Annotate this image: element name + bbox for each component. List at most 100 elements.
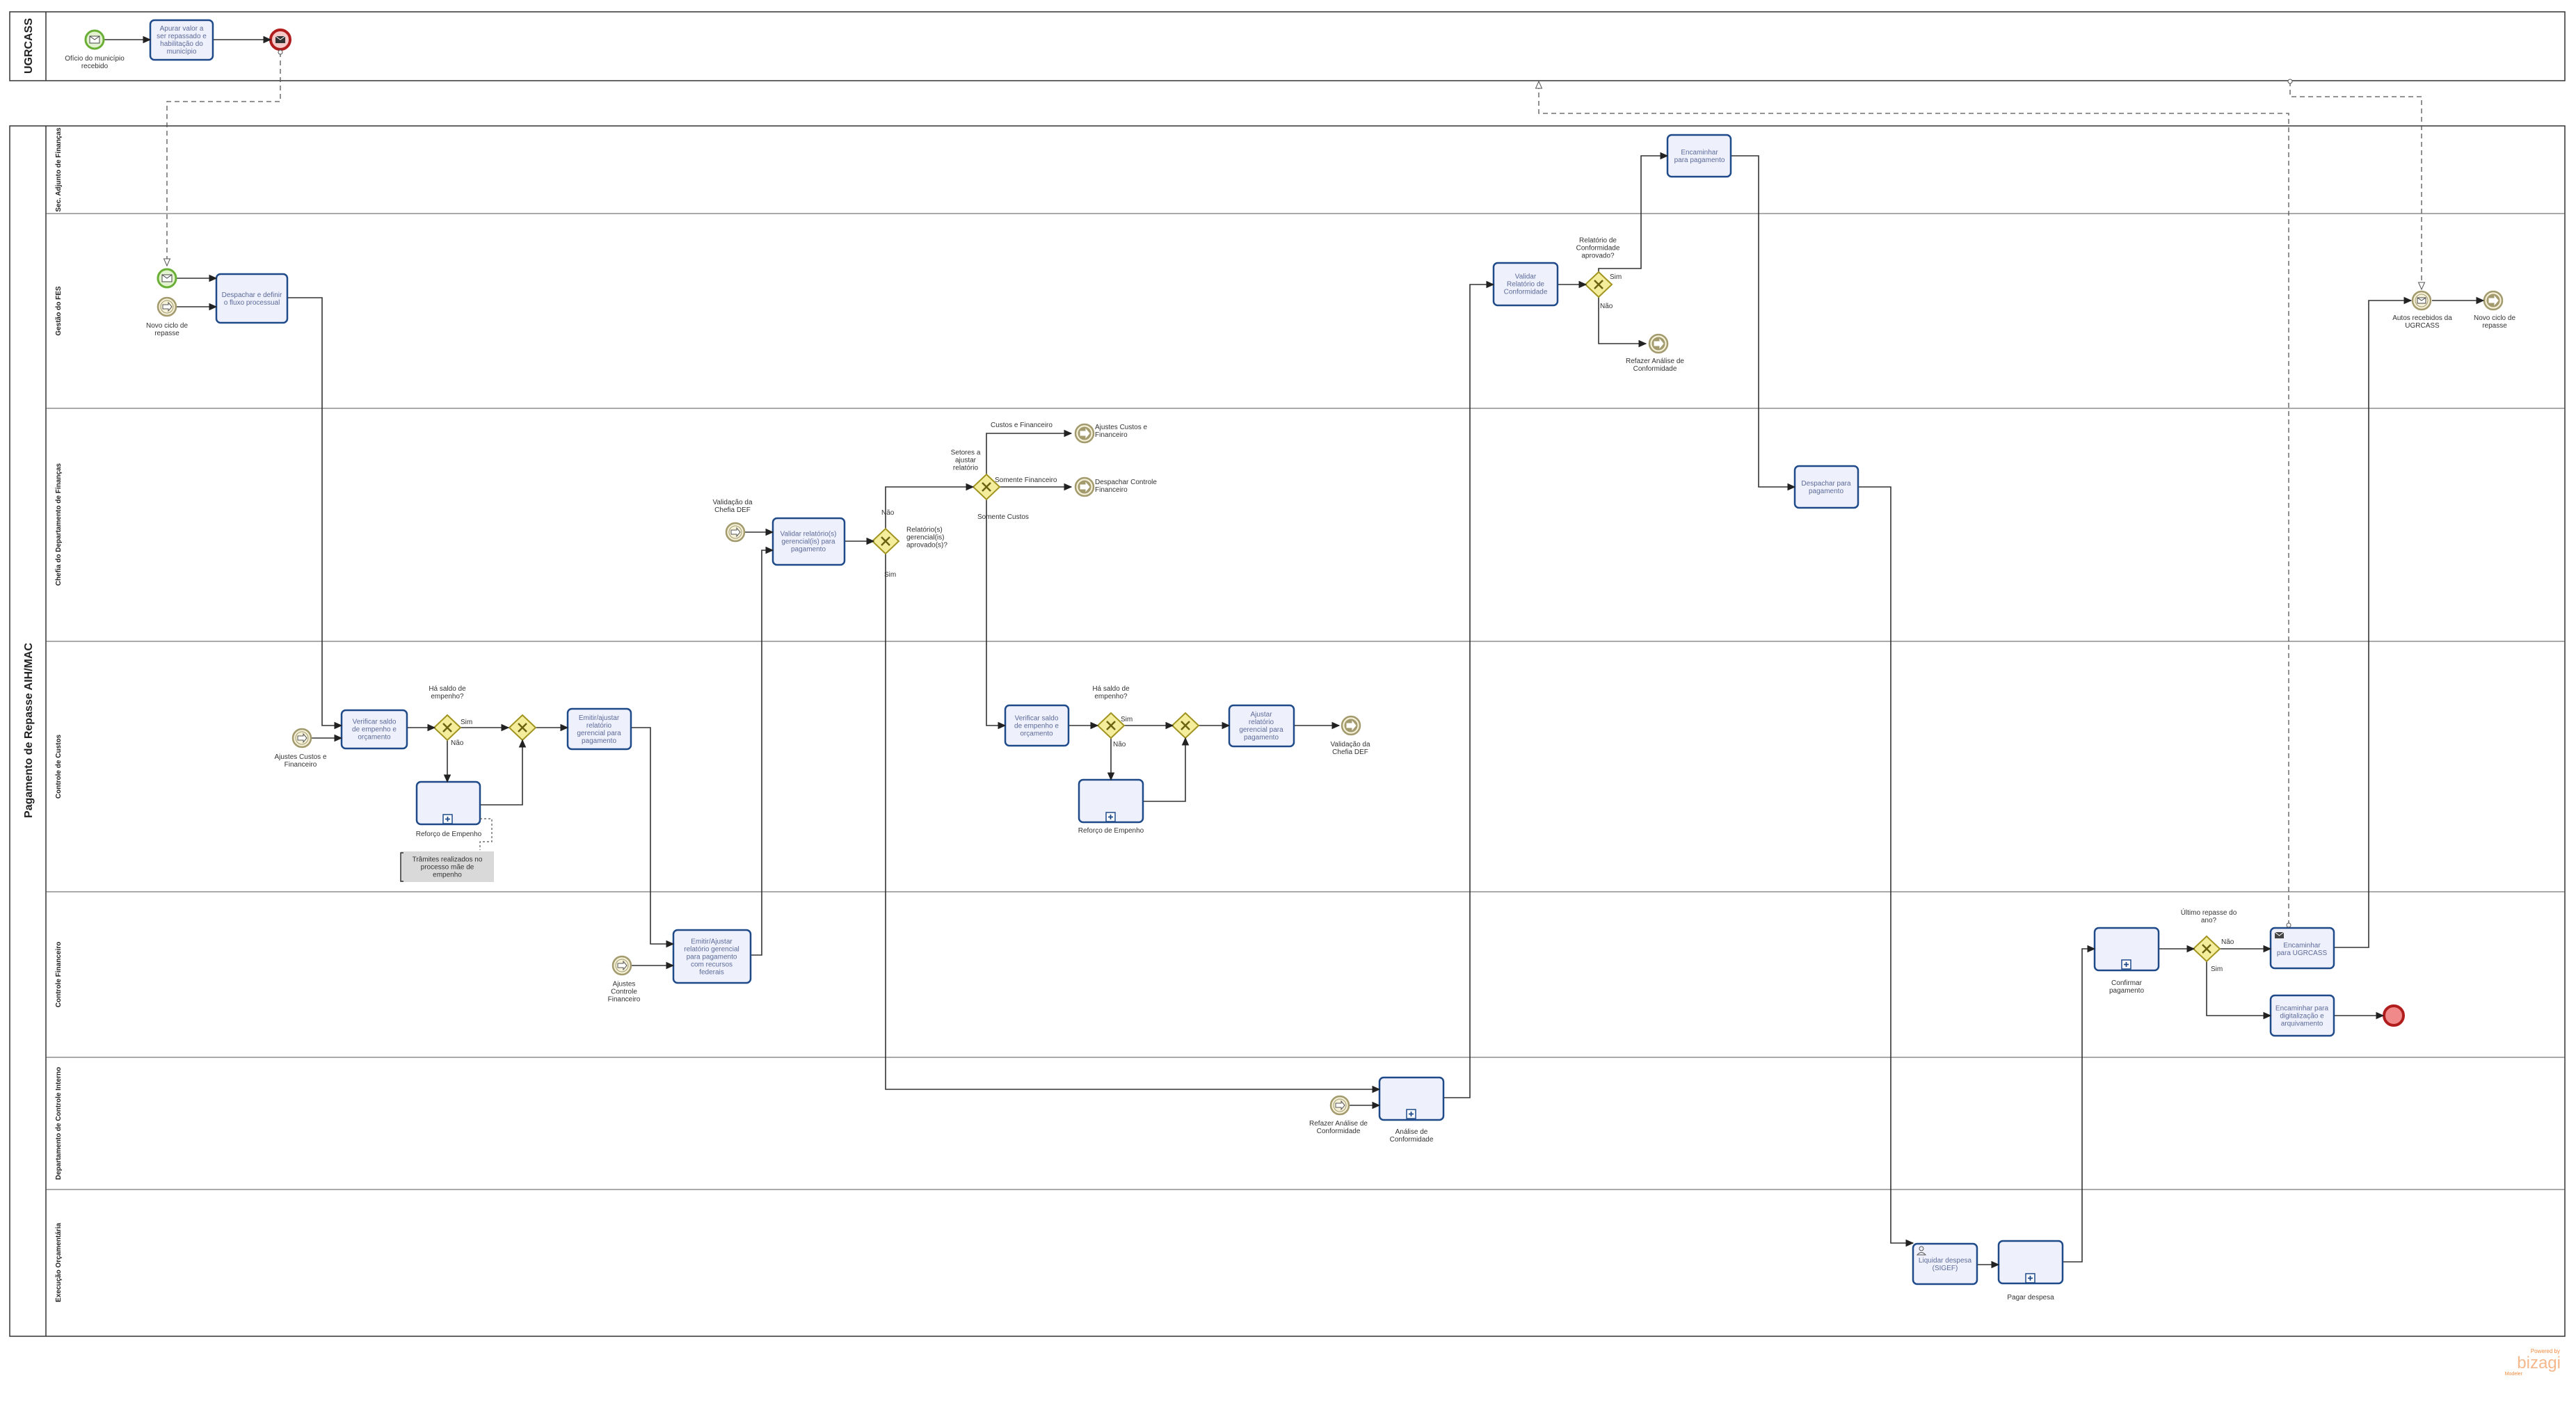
- start-event-message-gestao[interactable]: [157, 268, 177, 289]
- sequence-flow: [1858, 486, 1913, 1244]
- message-flow: [166, 52, 281, 266]
- sequence-flow: [631, 727, 673, 945]
- flow-arrowhead: [666, 961, 675, 970]
- flow-arrowhead: [1090, 721, 1099, 730]
- pool-title-ugrcass: UGRCASS: [23, 18, 35, 74]
- subprocess-pagar-despesa[interactable]: Pagar despesa: [1997, 1240, 2064, 1301]
- flow-arrowhead: [443, 774, 451, 783]
- link-arrow-icon: [1080, 428, 1090, 439]
- flow-arrowhead: [427, 723, 436, 732]
- end-event-message-ugrcass[interactable]: [269, 29, 291, 51]
- link-arrow-icon: [1346, 720, 1357, 731]
- sequence-flow: [986, 433, 1071, 474]
- message-start-marker: [278, 49, 283, 55]
- flow-arrowhead: [1222, 721, 1231, 730]
- subprocess-reforco-empenho-2-label: Reforço de Empenho: [1078, 827, 1144, 835]
- lane-title-chefia-def: Chefia do Departamento de Finanças: [55, 463, 63, 586]
- flow-arrowhead: [2376, 1011, 2385, 1020]
- flow-label-sim: Sim: [1610, 273, 1622, 281]
- gateway-relatorios-aprovados[interactable]: Relatório(s)gerencial(is)aprovado(s)?: [871, 527, 947, 555]
- end-event-processo[interactable]: [2383, 1004, 2405, 1027]
- flow-label-custos-financeiro: Custos e Financeiro: [991, 422, 1053, 429]
- pool-ugrcass: UGRCASS: [9, 11, 2566, 81]
- sequence-flow: [287, 297, 342, 726]
- flow-arrowhead: [2186, 945, 2195, 953]
- subprocess-reforco-empenho-2[interactable]: Reforço de Empenho: [1078, 778, 1144, 835]
- envelope-icon: [2417, 297, 2426, 304]
- subprocess-reforco-empenho-1[interactable]: Reforço de Empenho: [416, 780, 482, 838]
- flow-arrowhead: [1638, 339, 1647, 348]
- flow-arrowhead: [1372, 1085, 1381, 1093]
- subprocess-reforco-empenho-1-label: Reforço de Empenho: [416, 831, 482, 838]
- flow-label-sim: Sim: [2211, 966, 2223, 973]
- envelope-icon: [89, 35, 100, 44]
- sequence-flow: [1731, 155, 1795, 488]
- expand-plus-icon: [2121, 959, 2131, 970]
- flow-arrowhead: [1787, 483, 1796, 491]
- flow-arrowhead: [666, 940, 675, 948]
- expand-plus-icon: [1105, 812, 1116, 822]
- watermark-modeler: Modeler: [2505, 1372, 2523, 1377]
- flow-label-sim: Sim: [884, 571, 896, 579]
- flow-label-nao: Não: [451, 739, 464, 747]
- message-flow: [2289, 81, 2422, 289]
- flow-arrowhead: [209, 274, 218, 282]
- flow-labels: Sim Não Não Sim Custos e Financeiro Some…: [451, 273, 2234, 973]
- flow-arrowhead: [1181, 737, 1190, 746]
- flow-label-nao: Não: [2221, 938, 2234, 946]
- flow-arrowhead: [1064, 429, 1073, 438]
- flow-label-sim: Sim: [1121, 716, 1133, 723]
- flow-label-nao: Não: [1600, 303, 1613, 310]
- flow-arrowhead: [560, 723, 569, 732]
- sequence-flow: [885, 486, 973, 529]
- task-liquidar-despesa[interactable]: Liquidar despesa(SIGEF): [1912, 1242, 1978, 1285]
- bizagi-watermark: Powered by bizagi Modeler: [2505, 1348, 2561, 1377]
- flow-arrowhead: [2263, 945, 2272, 953]
